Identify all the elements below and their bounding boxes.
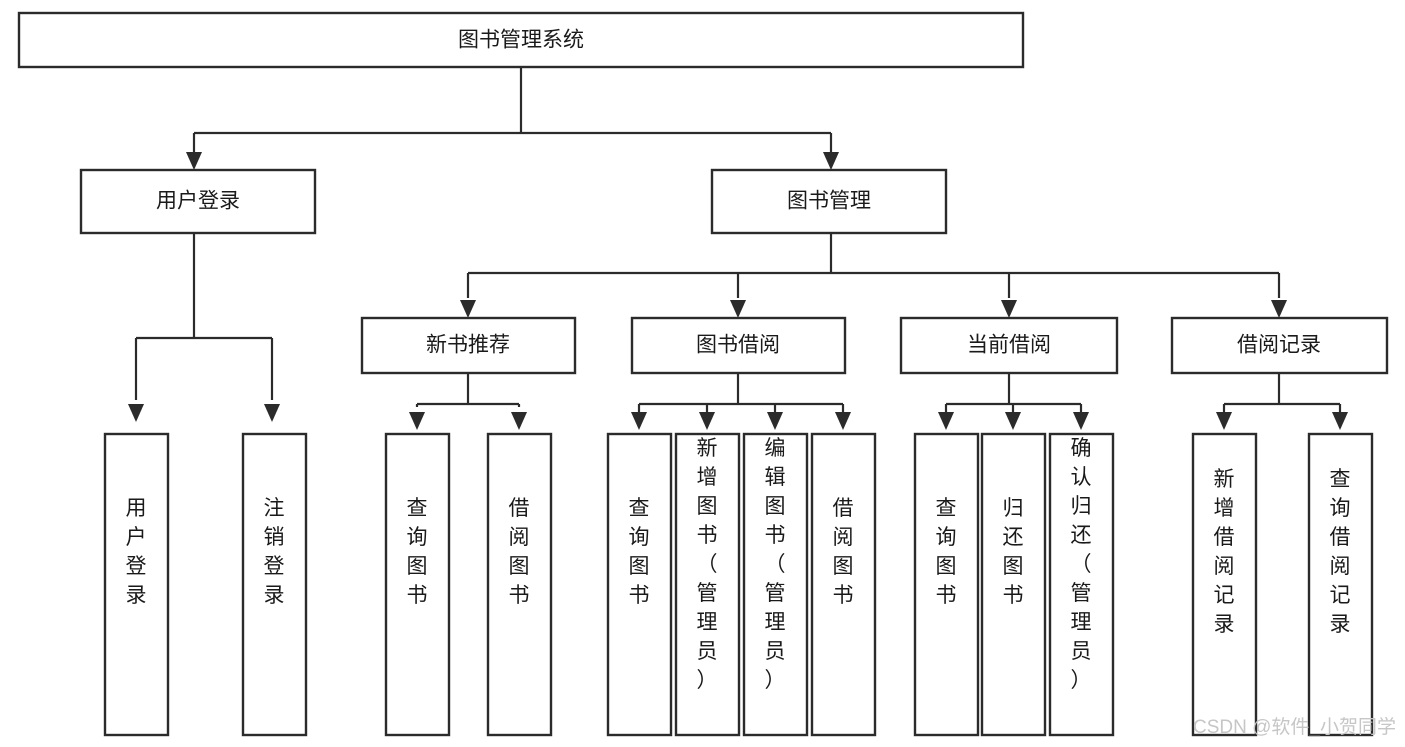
leaf-book-borrow-3[interactable]: 编辑图书（管理员）	[742, 432, 809, 737]
arrowhead-current-borrow	[1001, 300, 1017, 318]
leaf-book-borrow-1[interactable]: 查询图书	[606, 432, 673, 737]
csdn-watermark: CSDN @软件_小贺同学	[1193, 716, 1396, 738]
arrowhead-book-borrow	[730, 300, 746, 318]
node-book-management-label: 图书管理	[787, 190, 871, 213]
arrowhead-br-leaf-2	[1332, 412, 1348, 430]
arrowhead-cb-leaf-2	[1005, 412, 1021, 430]
leaf-borrow-record-1-label: 新增借阅记录	[1214, 468, 1235, 636]
node-current-borrow[interactable]: 当前借阅	[899, 316, 1119, 375]
leaf-current-borrow-2[interactable]: 归还图书	[980, 432, 1047, 737]
leaf-borrow-record-2[interactable]: 查询借阅记录	[1307, 432, 1374, 737]
arrowhead-new-book	[460, 300, 476, 318]
edges-layer	[128, 67, 1348, 430]
leaf-current-borrow-3-label: 确认归还（管理员）	[1071, 437, 1092, 692]
arrowhead-bb-leaf-3	[767, 412, 783, 430]
arrowhead-nbr-leaf-2	[511, 412, 527, 430]
leaf-borrow-record-1[interactable]: 新增借阅记录	[1191, 432, 1258, 737]
leaf-new-book-recommend-2-label: 借阅图书	[509, 497, 530, 607]
arrowhead-cb-leaf-1	[938, 412, 954, 430]
node-book-borrow-label: 图书借阅	[696, 334, 780, 357]
leaf-current-borrow-1-label: 查询图书	[936, 497, 957, 607]
arrowhead-bb-leaf-2	[699, 412, 715, 430]
leaf-new-book-recommend-1[interactable]: 查询图书	[384, 432, 451, 737]
arrowhead-user-login-leaf-2	[264, 404, 280, 422]
leaf-book-borrow-2-label: 新增图书（管理员）	[697, 437, 718, 692]
arrowhead-bb-leaf-4	[835, 412, 851, 430]
arrowhead-user-login-leaf-1	[128, 404, 144, 422]
arrowhead-br-leaf-1	[1216, 412, 1232, 430]
leaf-book-borrow-2[interactable]: 新增图书（管理员）	[674, 432, 741, 737]
leaf-current-borrow-3[interactable]: 确认归还（管理员）	[1048, 432, 1115, 737]
node-user-login-label: 用户登录	[156, 190, 240, 213]
node-new-book-recommend[interactable]: 新书推荐	[360, 316, 577, 375]
node-user-login[interactable]: 用户登录	[79, 168, 317, 235]
node-book-borrow[interactable]: 图书借阅	[630, 316, 847, 375]
node-root[interactable]: 图书管理系统	[17, 11, 1025, 69]
leaf-user-login-1[interactable]: 用户登录	[103, 432, 170, 737]
node-root-label: 图书管理系统	[458, 29, 584, 52]
arrowhead-bb-leaf-1	[631, 412, 647, 430]
leaf-user-login-1-label: 用户登录	[126, 497, 147, 607]
node-borrow-record[interactable]: 借阅记录	[1170, 316, 1389, 375]
leaf-new-book-recommend-2[interactable]: 借阅图书	[486, 432, 553, 737]
leaf-current-borrow-1[interactable]: 查询图书	[913, 432, 980, 737]
arrowhead-cb-leaf-3	[1073, 412, 1089, 430]
leaf-book-borrow-1-label: 查询图书	[629, 497, 650, 607]
arrowhead-borrow-record	[1271, 300, 1287, 318]
arrowhead-book-manage	[823, 152, 839, 170]
leaf-new-book-recommend-1-label: 查询图书	[407, 497, 428, 607]
arrowhead-nbr-leaf-1	[409, 412, 425, 430]
leaf-current-borrow-2-label: 归还图书	[1003, 497, 1024, 607]
leaf-book-borrow-3-label: 编辑图书（管理员）	[765, 437, 786, 692]
arrowhead-user-login	[186, 152, 202, 170]
leaf-user-login-2[interactable]: 注销登录	[241, 432, 308, 737]
leaf-book-borrow-4[interactable]: 借阅图书	[810, 432, 877, 737]
leaf-borrow-record-2-label: 查询借阅记录	[1330, 468, 1351, 636]
node-borrow-record-label: 借阅记录	[1237, 334, 1321, 357]
node-new-book-recommend-label: 新书推荐	[426, 334, 510, 357]
node-book-management[interactable]: 图书管理	[710, 168, 948, 235]
node-current-borrow-label: 当前借阅	[967, 334, 1051, 357]
leaf-book-borrow-4-label: 借阅图书	[833, 497, 854, 607]
leaf-user-login-2-label: 注销登录	[264, 497, 285, 607]
